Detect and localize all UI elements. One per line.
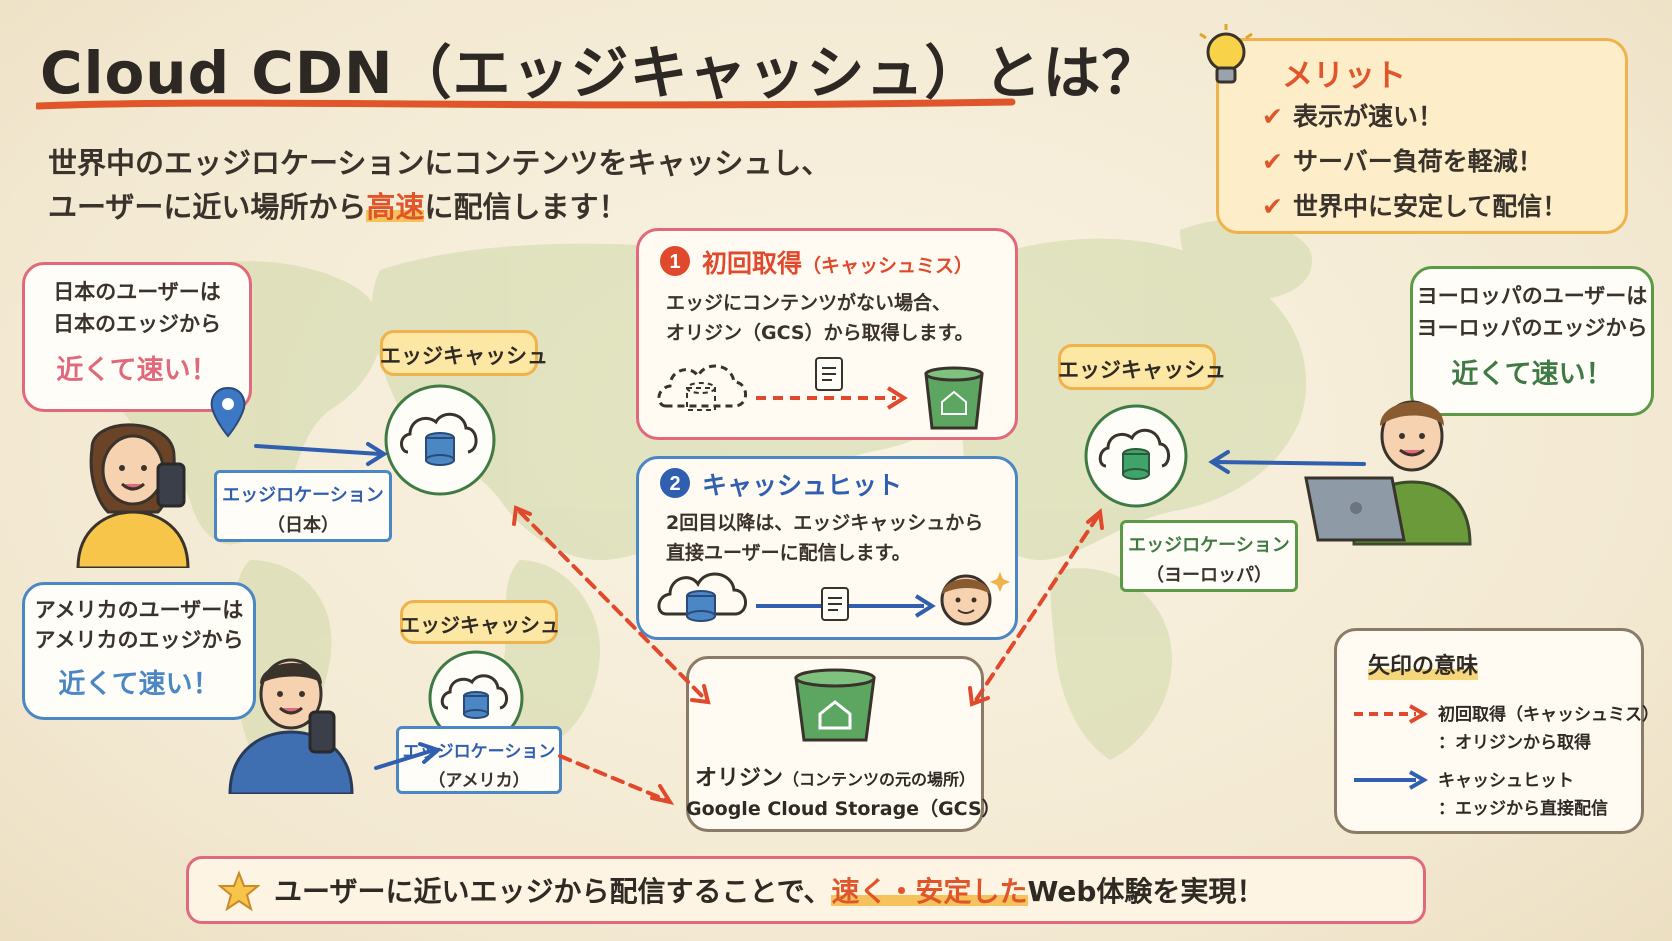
footer-banner xyxy=(186,856,1426,924)
step-1-illustration xyxy=(657,357,984,430)
japan-user-avatar xyxy=(76,423,190,568)
merits-heading: メリット xyxy=(1282,58,1406,94)
footer-highlight: 速く・安定した xyxy=(831,870,1028,910)
europe-location-line-1: エッジロケーション xyxy=(1128,535,1290,556)
europe-edge-cache-label: エッジキャッシュ xyxy=(1058,358,1226,382)
origin-name: Google Cloud Storage（GCS） xyxy=(686,798,1001,820)
america-location-line-1: エッジロケーション xyxy=(402,742,556,762)
step-1-title-text: 初回取得 xyxy=(702,249,803,278)
step-2-illustration xyxy=(657,572,1010,626)
legend-hit-line-1: キャッシュヒット xyxy=(1438,771,1574,791)
america-user-avatar xyxy=(228,658,354,794)
footer-text: ユーザーに近いエッジから配信することで、速く・安定したWeb体験を実現！ xyxy=(274,870,1264,910)
america-bubble-line-1: アメリカのユーザーは xyxy=(34,598,244,622)
europe-edge-cache-tag xyxy=(1058,344,1216,390)
origin-title: オリジン（コンテンツの元の場所） xyxy=(686,760,984,792)
europe-user-avatar xyxy=(1304,400,1472,546)
america-location-line-2: （アメリカ） xyxy=(428,771,530,791)
origin-note: （コンテンツの元の場所） xyxy=(783,770,976,789)
check-icon: ✔ xyxy=(1262,192,1283,221)
europe-hit-arrow xyxy=(1212,460,1366,466)
japan-location-box: エッジロケーション （日本） xyxy=(214,470,392,542)
japan-location-line-2: （日本） xyxy=(267,515,339,536)
footer-text-end: Web体験を実現！ xyxy=(1027,875,1265,908)
europe-bubble-line-1: ヨーロッパのユーザーは xyxy=(1416,284,1648,308)
america-hit-arrow xyxy=(374,748,436,770)
merit-item-3-text: 世界中に安定して配信！ xyxy=(1292,192,1568,221)
page-title: Cloud CDN（エッジキャッシュ）とは？ xyxy=(40,39,1161,107)
lightbulb-icon xyxy=(1199,24,1253,84)
step-1-line-1: エッジにコンテンツがない場合、 xyxy=(666,292,952,314)
merit-item-2-text: サーバー負荷を軽減！ xyxy=(1292,147,1543,176)
map-pin-icon xyxy=(210,386,246,438)
merits-box xyxy=(1216,38,1628,234)
legend-miss-arrow-icon xyxy=(1354,704,1429,724)
step-2-number-badge: 2 xyxy=(660,468,690,498)
europe-location-line-2: （ヨーロッパ） xyxy=(1146,565,1272,586)
legend-heading: 矢印の意味 xyxy=(1368,648,1479,680)
japan-location-line-1: エッジロケーション xyxy=(222,485,384,506)
america-edge-cache-label: エッジキャッシュ xyxy=(400,613,560,637)
america-bubble-line-2: アメリカのエッジから xyxy=(34,628,244,652)
subtitle-line-1: 世界中のエッジロケーションにコンテンツをキャッシュし、 xyxy=(48,146,831,180)
japan-edge-cache-tag xyxy=(380,330,538,376)
step-2-line-2: 直接ユーザーに配信します。 xyxy=(666,542,911,564)
step-1-line-2: オリジン（GCS）から取得します。 xyxy=(666,322,974,344)
cache-cloud-icon xyxy=(657,572,747,616)
europe-user-bubble xyxy=(1410,266,1654,416)
japan-edge-server-icon xyxy=(384,384,496,496)
subtitle-line-2-end: に配信します！ xyxy=(424,190,628,224)
merit-item-2: ✔ サーバー負荷を軽減！ xyxy=(1262,142,1543,178)
japan-hit-arrow xyxy=(254,444,382,456)
america-bubble-hot: 近くて速い！ xyxy=(58,669,220,700)
merit-item-1: ✔ 表示が速い！ xyxy=(1262,97,1443,133)
europe-bubble-hot: 近くて速い！ xyxy=(1451,359,1613,390)
legend-hit-arrow-icon xyxy=(1354,770,1429,790)
europe-bubble-line-2: ヨーロッパのエッジから xyxy=(1416,316,1648,340)
japan-bubble-line-2: 日本のエッジから xyxy=(53,312,221,336)
america-user-bubble xyxy=(22,582,256,720)
subtitle-line-2-start: ユーザーに近い場所から xyxy=(48,190,367,224)
step-first-box xyxy=(636,228,1018,440)
origin-title-text: オリジン xyxy=(694,766,783,791)
step-2-number: 2 xyxy=(669,473,680,495)
origin-bucket-icon xyxy=(794,668,876,742)
japan-edge-cache-label: エッジキャッシュ xyxy=(380,344,548,368)
check-icon: ✔ xyxy=(1262,102,1283,131)
europe-location-box: エッジロケーション （ヨーロッパ） xyxy=(1120,520,1298,592)
step-2-title: キャッシュヒット xyxy=(702,471,903,500)
step-1-title-note: （キャッシュミス） xyxy=(802,255,974,277)
check-icon: ✔ xyxy=(1262,147,1283,176)
merit-item-1-text: 表示が速い！ xyxy=(1292,102,1443,131)
legend-hit-line-2: ：エッジから直接配信 xyxy=(1438,799,1608,819)
title-underline xyxy=(36,98,1016,110)
legend-miss-line-1: 初回取得（キャッシュミス） xyxy=(1438,705,1659,725)
japan-origin-miss-arrow xyxy=(518,510,708,702)
step-2-line-1: 2回目以降は、エッジキャッシュから xyxy=(666,512,984,534)
japan-bubble-hot: 近くて速い！ xyxy=(56,355,218,386)
legend-miss-line-2: ：オリジンから取得 xyxy=(1438,733,1591,753)
america-edge-cache-tag xyxy=(400,600,558,644)
step-1-number: 1 xyxy=(669,251,680,273)
subtitle-highlight: 高速 xyxy=(366,184,425,226)
america-origin-miss-arrow xyxy=(558,754,668,802)
japan-user-bubble xyxy=(22,262,252,412)
step-1-number-badge: 1 xyxy=(660,246,690,276)
subtitle-line-2: ユーザーに近い場所から高速に配信します！ xyxy=(48,184,627,226)
star-icon xyxy=(218,870,260,912)
footer-text-start: ユーザーに近いエッジから配信することで、 xyxy=(274,875,832,908)
japan-bubble-line-1: 日本のユーザーは xyxy=(53,280,221,304)
sparkle-icon xyxy=(990,572,1010,592)
step-1-title: 初回取得（キャッシュミス） xyxy=(702,244,973,280)
merit-item-3: ✔ 世界中に安定して配信！ xyxy=(1262,187,1567,223)
europe-origin-miss-arrow xyxy=(974,514,1100,702)
europe-edge-server-icon xyxy=(1084,404,1188,508)
